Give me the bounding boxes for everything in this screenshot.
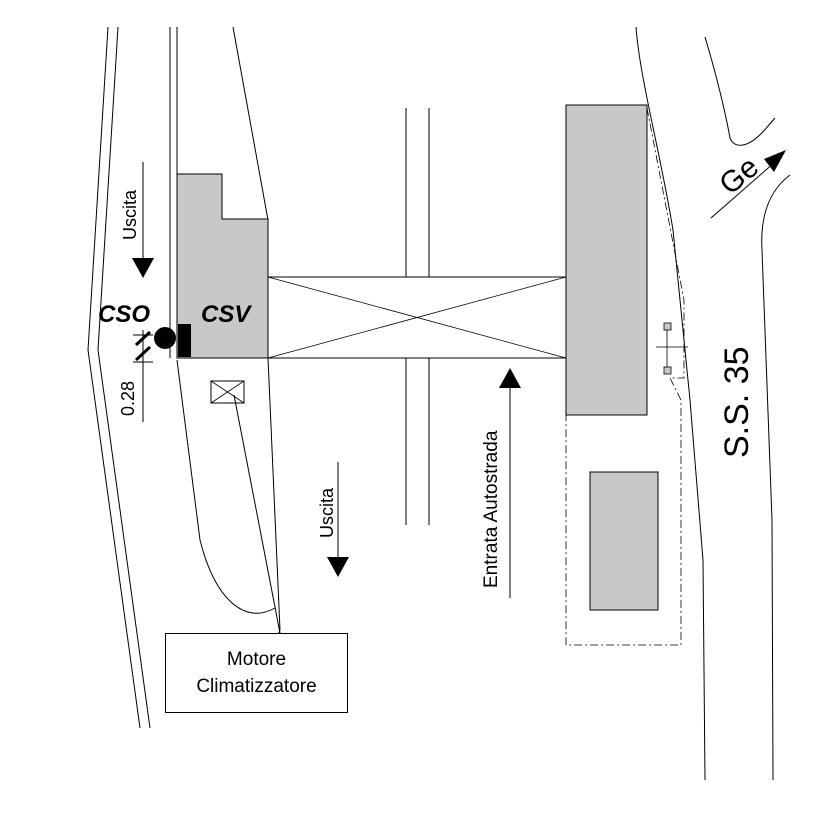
dimension-label: 0.28 <box>118 381 138 416</box>
direction-arrow <box>710 150 786 219</box>
uscita-top-arrow <box>132 162 154 278</box>
entrata-label: Entrata Autostrada <box>481 430 502 588</box>
island-curve <box>176 359 276 614</box>
inner-lane-lines <box>169 27 178 358</box>
motore-line1: Motore <box>226 649 287 670</box>
motore-climatizzatore-box: Motore Climatizzatore <box>165 633 348 713</box>
building-left <box>176 173 269 359</box>
building-right-small <box>589 471 659 611</box>
ac-leader-line <box>233 394 281 634</box>
motore-line2: Climatizzatore <box>196 676 317 697</box>
boundary-markers <box>656 322 688 375</box>
csv-marker <box>178 324 191 357</box>
left-road-edges <box>87 26 151 729</box>
property-boundary <box>565 107 685 646</box>
direction-label: Ge <box>713 150 765 201</box>
building-right-large <box>565 104 648 416</box>
uscita-bottom-label: Uscita <box>317 487 337 538</box>
uscita-top-label: Uscita <box>120 189 140 240</box>
road-name: S.S. 35 <box>718 346 756 458</box>
bridge-canopy <box>267 276 567 359</box>
dimension-marker <box>133 330 153 422</box>
entrata-arrow <box>499 368 521 598</box>
cso-marker <box>154 327 176 349</box>
cso-label: CSO <box>98 301 150 328</box>
right-road-edges <box>635 26 791 781</box>
uscita-bottom-arrow <box>327 462 349 577</box>
cross-road-lines <box>405 108 430 525</box>
csv-label: CSV <box>201 301 252 328</box>
ac-unit-icon <box>210 380 245 404</box>
